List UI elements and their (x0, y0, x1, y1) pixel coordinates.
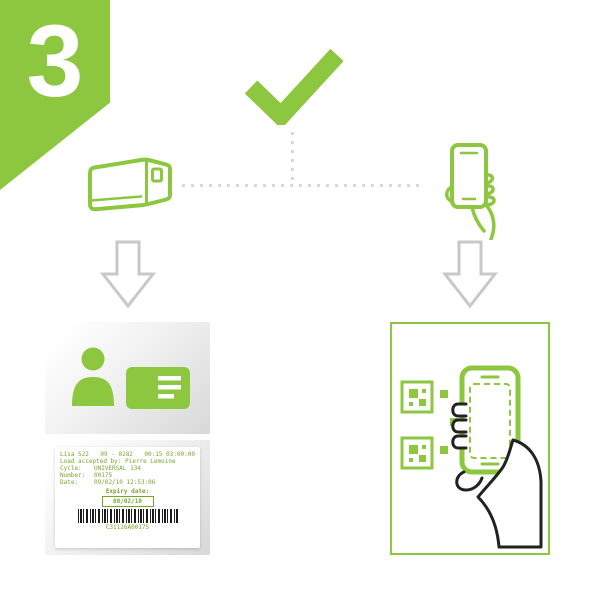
qr-scan-phone-hand-icon (400, 365, 543, 549)
printout-row-number: Number: 00175 (60, 472, 195, 479)
printout-row-value: UNIVERSAL 134 (94, 465, 141, 472)
printout-row-date: Date: 09/02/10 12:53:06 (60, 479, 195, 486)
phone-in-hand-icon (445, 143, 496, 240)
printer-icon (126, 367, 190, 409)
dotted-connector-horizontal (182, 184, 422, 187)
down-arrow-icon (100, 240, 156, 309)
barcode (77, 509, 178, 523)
dotted-connector-vertical (291, 132, 294, 182)
printer-output-card (45, 322, 210, 434)
qr-code-bottom (400, 436, 434, 470)
printout-card: Lisa 522 09 - 0282 00:15 03:00:00 Load a… (45, 440, 210, 555)
sterilization-printout: Lisa 522 09 - 0282 00:15 03:00:00 Load a… (55, 447, 200, 548)
printout-row-label: Date: (60, 479, 79, 486)
printout-time: 00:15 03:00:00 (144, 451, 195, 458)
printout-header: Lisa 522 09 - 0282 00:15 03:00:00 (60, 451, 195, 458)
scanner-phone (459, 365, 521, 475)
printout-row-label: Number: (60, 472, 86, 479)
hand-icon (451, 402, 543, 549)
barcode-text: C31126A00175 (105, 524, 150, 531)
qr-code-top (400, 380, 434, 414)
down-arrow-icon (442, 240, 498, 309)
printout-expiry-label: Expiry date: (105, 488, 150, 495)
printout-accepted-by: Load accepted by: Pierre Lemoine (60, 458, 176, 465)
printout-expiry-date: 08/02/10 (101, 496, 154, 507)
printout-model: Lisa 522 (60, 451, 89, 458)
printout-code: 09 - 0282 (100, 451, 133, 458)
person-icon (72, 347, 114, 406)
step-number: 3 (26, 4, 84, 118)
printout-row-value: 00175 (94, 472, 113, 479)
sterilizer-machine-icon (88, 157, 172, 212)
printout-row-label: Cycle: (60, 465, 82, 472)
printout-row-cycle: Cycle: UNIVERSAL 134 (60, 465, 195, 472)
qr-scan-card (390, 322, 550, 555)
printout-row-value: 09/02/10 12:53:06 (94, 479, 156, 486)
check-icon (244, 48, 343, 125)
